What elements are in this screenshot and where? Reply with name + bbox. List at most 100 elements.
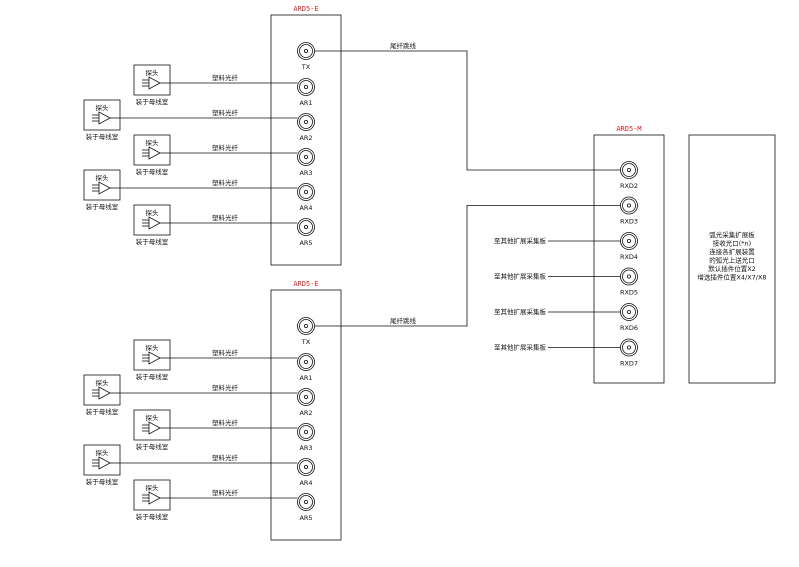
- connector-core: [627, 203, 632, 208]
- connector-inner-ring: [299, 390, 313, 404]
- connector-core: [303, 499, 308, 504]
- cable-label: 塑料光纤: [212, 418, 239, 427]
- sensor-location-label: 装于母线室: [136, 442, 169, 451]
- sensor-label: 探头: [96, 103, 110, 112]
- ar-port-label: AR1: [299, 374, 312, 382]
- connector-inner-ring: [299, 220, 313, 234]
- sensor-location-label: 装于母线室: [136, 372, 169, 381]
- unit-e-title: ARD5-E: [293, 5, 318, 13]
- connector-core: [303, 429, 308, 434]
- connector-core: [303, 359, 308, 364]
- note-line: 连接各扩展装置: [709, 247, 755, 256]
- sensor-probe: [133, 409, 171, 441]
- sensor-probe: [83, 374, 121, 406]
- sensor-box: [133, 479, 171, 511]
- sensor-box: [133, 134, 171, 166]
- connector-outer-ring: [297, 113, 315, 131]
- connector-core: [627, 274, 632, 279]
- sensor-box: [133, 204, 171, 236]
- connector-inner-ring: [622, 234, 636, 248]
- ar-port-label: AR5: [299, 239, 312, 247]
- cable-label: 塑料光纤: [212, 453, 239, 462]
- sensor-label: 探头: [96, 173, 110, 182]
- connector-core: [303, 49, 308, 54]
- connector-outer-ring: [297, 493, 315, 511]
- cable-label: 塑料光纤: [212, 108, 239, 117]
- connector-inner-ring: [622, 198, 636, 213]
- tail-fiber-jumper: [314, 205, 621, 327]
- connector-inner-ring: [299, 495, 313, 509]
- ar-port-label: AR3: [299, 444, 312, 452]
- cable-label: 塑料光纤: [212, 488, 239, 497]
- cable-label: 塑料光纤: [212, 178, 239, 187]
- ar-connector: [297, 113, 315, 131]
- expansion-link-label: 至其他扩展采集板: [494, 343, 547, 352]
- connector-core: [627, 167, 632, 172]
- tx-label: TX: [301, 63, 311, 71]
- ar-connector: [297, 78, 315, 96]
- expansion-link-label: 至其他扩展采集板: [494, 236, 547, 245]
- sensor-box: [83, 444, 121, 476]
- connector-core: [303, 323, 308, 328]
- note-line: 增选插件位置X4/X7/X8: [697, 273, 766, 282]
- connector-inner-ring: [622, 305, 636, 319]
- sensor-probe: [133, 339, 171, 371]
- ar-port-label: AR1: [299, 99, 312, 107]
- sensor-probe: [133, 479, 171, 511]
- cable-label: 塑料光纤: [212, 213, 239, 222]
- ar-connector: [297, 493, 315, 511]
- cable-label: 塑料光纤: [212, 348, 239, 357]
- sensor-triangle-icon: [148, 216, 161, 230]
- connector-outer-ring: [297, 148, 315, 166]
- connector-core: [303, 120, 308, 125]
- sensor-probe: [133, 64, 171, 96]
- connector-inner-ring: [299, 80, 313, 94]
- tail-fiber-jumper: [314, 50, 621, 171]
- note-box: [688, 134, 776, 384]
- expansion-link-label: 至其他扩展采集板: [494, 307, 547, 316]
- connector-inner-ring: [299, 150, 313, 164]
- sensor-location-label: 装于母线室: [136, 237, 169, 246]
- connector-outer-ring: [297, 353, 315, 371]
- sensor-probe: [83, 99, 121, 131]
- sensor-box: [83, 99, 121, 131]
- connector-core: [627, 345, 632, 350]
- sensor-triangle-icon: [98, 181, 111, 195]
- sensor-triangle-icon: [98, 456, 111, 470]
- connector-outer-ring: [297, 458, 315, 476]
- sensor-label: 探头: [96, 448, 110, 457]
- connector-inner-ring: [299, 115, 313, 129]
- sensor-label: 探头: [96, 378, 110, 387]
- sensor-location-label: 装于母线室: [86, 477, 119, 486]
- sensor-box: [133, 409, 171, 441]
- sensor-location-label: 装于母线室: [136, 167, 169, 176]
- connector-outer-ring: [297, 388, 315, 406]
- sensor-box: [83, 374, 121, 406]
- ar-connector: [297, 183, 315, 201]
- connector-inner-ring: [299, 355, 313, 369]
- note-line: 的弧光上送光口: [709, 256, 755, 265]
- connector-outer-ring: [297, 423, 315, 441]
- unit-m-title: ARD5-M: [616, 125, 641, 133]
- sensor-label: 探头: [146, 208, 160, 217]
- note-line: 默认插件位置X2: [708, 264, 756, 273]
- ar-port-label: AR4: [299, 479, 312, 487]
- cable-label: 塑料光纤: [212, 73, 239, 82]
- sensor-triangle-icon: [98, 111, 111, 125]
- rxd-port-label: RXD4: [620, 253, 638, 261]
- sensor-triangle-icon: [98, 386, 111, 400]
- rxd-port-label: RXD3: [620, 218, 638, 226]
- rxd-port-label: RXD5: [620, 289, 638, 297]
- connector-core: [303, 85, 308, 90]
- sensor-triangle-icon: [148, 491, 161, 505]
- connector-inner-ring: [299, 425, 313, 439]
- note-line: 弧光采集扩展板: [709, 230, 755, 239]
- tail-fiber-label: 尾纤跳线: [390, 316, 417, 325]
- sensor-label: 探头: [146, 483, 160, 492]
- connector-inner-ring: [299, 185, 313, 199]
- tx-label: TX: [301, 338, 311, 346]
- connector-core: [303, 154, 308, 159]
- sensor-location-label: 装于母线室: [136, 97, 169, 106]
- tail-fiber-label: 尾纤跳线: [390, 41, 417, 50]
